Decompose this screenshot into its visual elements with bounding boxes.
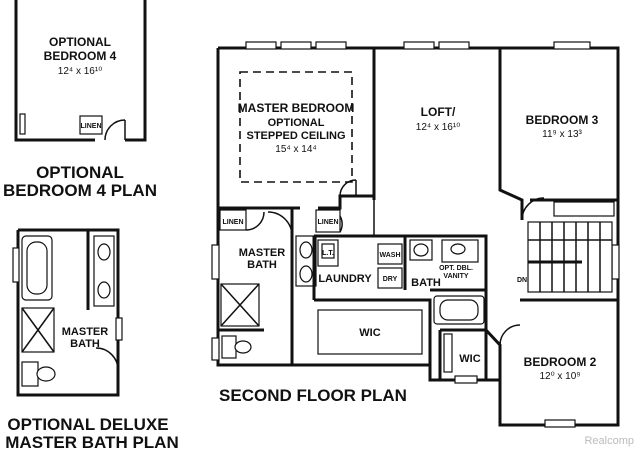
washer [377,243,403,265]
opt-bath-door-frame [115,317,123,341]
opt-bed4-plan-title-line1: OPTIONAL [36,163,124,182]
opt-dbl-vanity-label-line2: VANITY [443,273,468,280]
opt-bath-plan-title-line1: OPTIONAL DELUXE [7,415,168,434]
stair-down-label: DN [517,277,527,284]
loft-dimensions: 12⁴ x 16¹⁰ [416,122,460,133]
laundry-tub-label: L.T. [322,250,334,257]
hall-linen-label: LINEN [318,219,339,226]
opt-bath-plan-title-line2: MASTER BATH PLAN [5,433,178,450]
master-linen-closet [219,209,247,231]
window-master-2 [280,41,312,50]
stepped-ceiling-outline [239,71,353,183]
window-master-bath [211,244,220,280]
optional-master-bath-plan: MASTER BATH OPTIONAL DELUXE MASTER BATH … [5,228,179,450]
bed4-linen-label: LINEN [81,123,102,130]
staircase [527,221,613,293]
bedroom3-dimensions: 11⁹ x 13³ [542,129,582,140]
window-bed3 [553,41,591,50]
bed4-linen-closet [79,115,103,135]
master-bath-label-line1: MASTER [239,247,286,259]
master-bath-sink-1 [299,241,313,259]
bed2-wic-label: WIC [459,353,480,365]
master-bath-label-line2: BATH [247,259,277,271]
master-door-swing [339,179,357,197]
opt-bed4-name-line2: BEDROOM 4 [44,49,117,63]
master-bedroom-name: MASTER BEDROOM [238,101,355,115]
window-master-bath-2 [211,337,220,361]
watermark: Realcomp [584,435,634,447]
bedroom2-dimensions: 12⁰ x 10⁹ [539,371,580,382]
opt-bath-sink-1 [97,243,111,261]
master-bath-toilet [234,340,252,354]
opt-dbl-vanity-label-line1: OPT. DBL. [439,265,473,272]
bed3-closet [553,201,615,217]
master-bedroom-note1: OPTIONAL [268,117,325,129]
loft-name: LOFT/ [421,105,456,119]
opt-bath-sink-2 [97,281,111,299]
second-floor-plan: MASTER BEDROOM OPTIONAL STEPPED CEILING … [211,41,620,428]
dryer [377,267,403,289]
master-bath-sink-2 [299,265,313,283]
optional-bedroom4-plan: OPTIONAL BEDROOM 4 12⁴ x 16¹⁰ LINEN OPTI… [3,0,157,200]
opt-bath-label-line2: BATH [70,338,100,350]
master-wic-label: WIC [359,327,380,339]
master-bath-toilet-tank [221,335,237,359]
opt-bath-label-line1: MASTER [62,326,109,338]
window-loft-1 [403,41,435,50]
opt-bath-toilet [36,366,56,382]
opt-bed4-name-line1: OPTIONAL [49,35,111,49]
window-master-3 [315,41,347,50]
window-master-1 [245,41,277,50]
master-bedroom-note2: STEPPED CEILING [246,130,345,142]
second-floor-plan-title: SECOND FLOOR PLAN [219,386,407,405]
opt-bath-window [12,247,20,283]
bedroom3-name: BEDROOM 3 [526,113,599,127]
dryer-label: DRY [383,276,398,283]
washer-label: WASH [380,252,401,259]
opt-bed4-dimensions: 12⁴ x 16¹⁰ [58,66,102,77]
hall-linen-closet [315,209,341,233]
window-loft-2 [438,41,470,50]
bath-label: BATH [411,277,441,289]
laundry-label: LAUNDRY [318,273,372,285]
bath-sink [450,243,466,255]
bed4-window [19,113,26,135]
master-bedroom-dimensions: 15⁴ x 14⁴ [275,144,316,155]
opt-bath-toilet-tank [21,361,39,387]
master-wic-shelving [317,309,423,355]
window-bath [454,375,478,384]
bed4-door-swing [104,119,126,141]
master-linen-label: LINEN [223,219,244,226]
bedroom2-name: BEDROOM 2 [524,355,597,369]
bed2-wic-shelf [443,333,453,373]
window-stair [611,244,620,280]
window-bed2 [544,419,576,428]
opt-bed4-plan-title-line2: BEDROOM 4 PLAN [3,181,157,200]
